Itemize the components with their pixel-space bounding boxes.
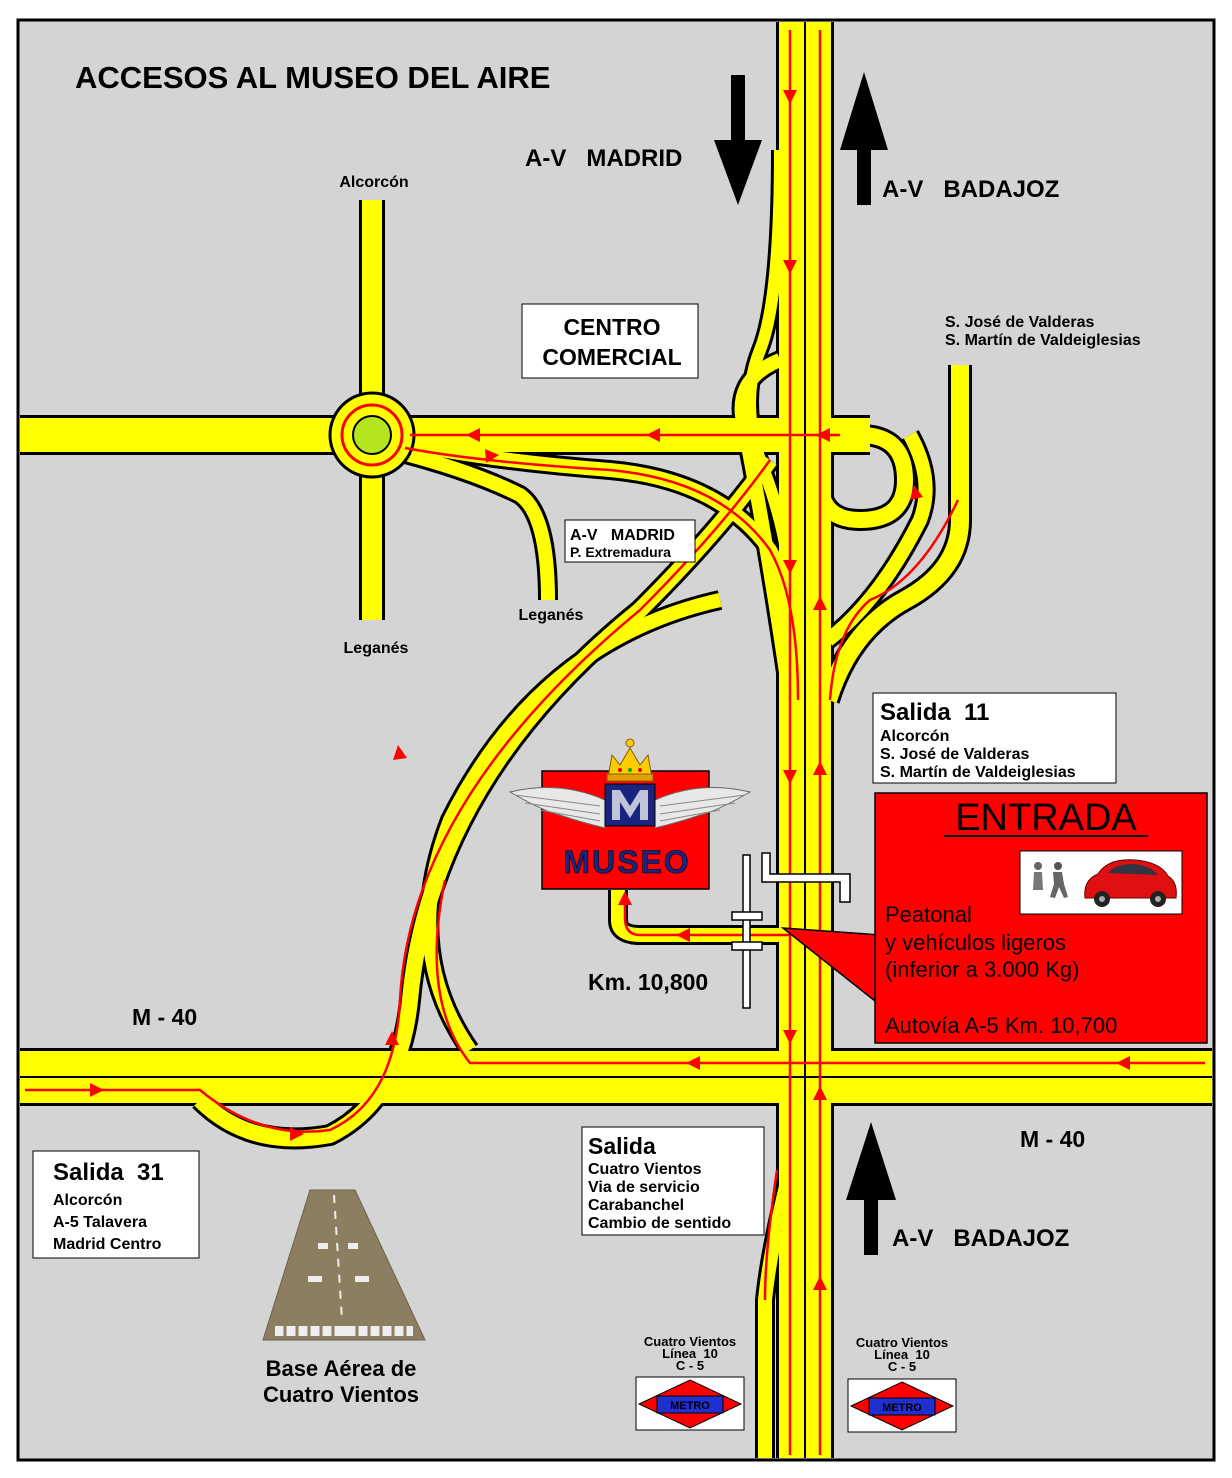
salida31-box: Salida 31 Alcorcón A-5 Talavera Madrid C… — [32, 1150, 200, 1259]
centro-line1: CENTRO — [563, 314, 660, 340]
base-aerea-line2: Cuatro Vientos — [263, 1382, 419, 1407]
car-icon — [1084, 859, 1177, 907]
base-aerea-line1: Base Aérea de — [266, 1356, 417, 1381]
salida-box: Salida Cuatro Vientos Via de servicio Ca… — [581, 1126, 765, 1236]
runway-icon — [262, 1189, 426, 1341]
metro-right: Cuatro Vientos Línea 10 C - 5 METRO — [847, 1335, 957, 1433]
metro-right-line: Cuatro Vientos — [856, 1335, 948, 1350]
label-av-badajoz-bottom: A-V BADAJOZ — [892, 1225, 1069, 1252]
metro-left-logo: METRO — [670, 1400, 710, 1412]
entrada-line2: y vehículos ligeros — [885, 930, 1066, 955]
m40-left-label: M - 40 — [132, 1004, 197, 1030]
centro-comercial-box: CENTRO COMERCIAL — [521, 303, 699, 379]
metro-right-line: Línea 10 — [874, 1347, 930, 1362]
salida-line: Carabanchel — [588, 1197, 684, 1214]
metro-left-line: Cuatro Vientos — [644, 1334, 736, 1349]
label-sjose-line2: S. Martín de Valdeiglesias — [945, 332, 1141, 349]
direction-arrows — [714, 72, 896, 1255]
arrow-up-icon — [846, 1122, 896, 1255]
av-madrid-line1: A-V MADRID — [570, 527, 675, 544]
map-title: ACCESOS AL MUSEO DEL AIRE — [75, 60, 550, 95]
roundabout-route — [340, 403, 404, 467]
km-label: Km. 10,800 — [588, 969, 708, 995]
salida-line: Via de servicio — [588, 1179, 700, 1196]
crown-icon — [606, 738, 654, 782]
metro-left-line: C - 5 — [676, 1358, 704, 1373]
salida11-line: Alcorcón — [880, 728, 949, 745]
entrada-line1: Peatonal — [885, 902, 972, 927]
route-arrows — [90, 90, 1130, 1290]
arrow-up-icon — [840, 72, 888, 205]
av-madrid-line2: P. Extremadura — [570, 544, 671, 560]
salida-line: Cambio de sentido — [588, 1215, 731, 1232]
museo-label: MUSEO — [563, 844, 690, 880]
parking-shape — [761, 852, 851, 903]
entrada-title: ENTRADA — [955, 797, 1137, 839]
metro-right-logo: METRO — [882, 1402, 922, 1414]
roundabout-center — [352, 415, 392, 455]
entrada-line4: Autovía A-5 Km. 10,700 — [885, 1013, 1117, 1038]
centro-line2: COMERCIAL — [542, 344, 681, 370]
label-av-badajoz-top: A-V BADAJOZ — [882, 176, 1059, 203]
label-alcorcon: Alcorcón — [339, 174, 408, 191]
salida31-line: A-5 Talavera — [53, 1214, 147, 1231]
salida11-box: Salida 11 Alcorcón S. José de Valderas S… — [872, 692, 1117, 784]
salida11-line: S. José de Valderas — [880, 746, 1030, 763]
salida11-line: S. Martín de Valdeiglesias — [880, 764, 1076, 781]
salida31-line: Madrid Centro — [53, 1236, 162, 1253]
metro-left-line: Línea 10 — [662, 1346, 718, 1361]
metro-left: Cuatro Vientos Línea 10 C - 5 METRO — [635, 1334, 745, 1431]
label-av-madrid: A-V MADRID — [525, 145, 682, 172]
salida31-line: Alcorcón — [53, 1192, 122, 1209]
letter-m-icon — [612, 790, 648, 820]
label-leganes-left: Leganés — [344, 640, 409, 657]
wings-icon — [508, 787, 752, 829]
pedestrian-icon — [1033, 862, 1068, 898]
label-leganes-mid: Leganés — [519, 607, 584, 624]
salida11-title: Salida 11 — [880, 699, 989, 726]
salida31-title: Salida 31 — [53, 1159, 164, 1186]
entrada-line3: (inferior a 3.000 Kg) — [885, 957, 1079, 982]
metro-right-line: C - 5 — [888, 1359, 916, 1374]
museo-emblem: MUSEO — [508, 738, 752, 890]
entrada-box: ENTRADA Peatonal y vehículos ligeros (in… — [780, 792, 1208, 1044]
entrada-pictogram — [1019, 850, 1183, 915]
arrow-down-icon — [714, 75, 762, 205]
entrance-gate — [731, 852, 851, 1009]
av-madrid-box: A-V MADRID P. Extremadura — [564, 519, 696, 563]
salida-line: Cuatro Vientos — [588, 1161, 702, 1178]
salida-title: Salida — [588, 1133, 656, 1159]
label-sjose-line1: S. José de Valderas — [945, 314, 1095, 331]
m40-right-label: M - 40 — [1020, 1126, 1085, 1152]
